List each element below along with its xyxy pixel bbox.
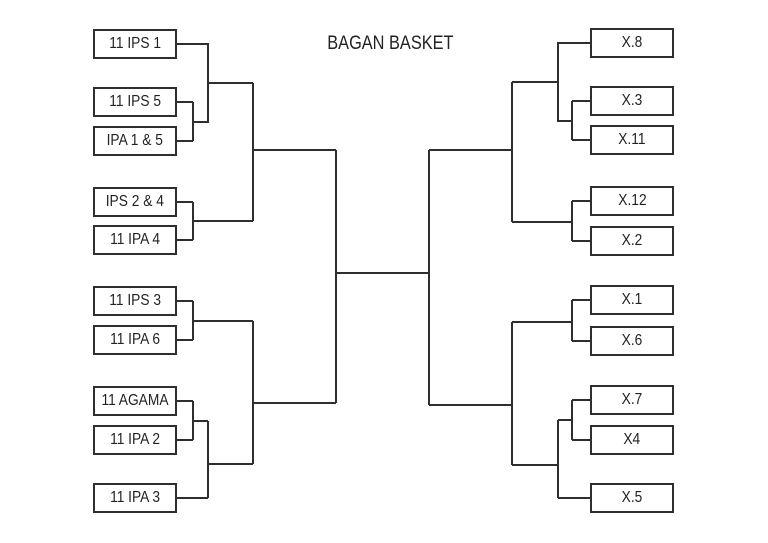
- team-box-left-6: 11 IPS 3: [93, 286, 177, 316]
- team-box-left-2: 11 IPS 5: [93, 87, 177, 117]
- team-box-right-4: X.12: [590, 186, 674, 216]
- team-box-left-3: IPA 1 & 5: [93, 126, 177, 156]
- team-box-left-9: 11 IPA 2: [93, 425, 177, 455]
- team-box-right-3: X.11: [590, 125, 674, 155]
- team-box-right-10: X.5: [590, 483, 674, 513]
- team-label: X.3: [621, 92, 643, 109]
- team-label: IPA 1 & 5: [106, 132, 164, 149]
- team-box-right-2: X.3: [590, 86, 674, 116]
- team-label: 11 IPA 2: [110, 431, 160, 448]
- team-box-left-10: 11 IPA 3: [93, 483, 177, 513]
- team-label: 11 IPA 6: [110, 331, 160, 348]
- team-box-left-7: 11 IPA 6: [93, 325, 177, 355]
- team-label: X4: [623, 431, 641, 448]
- connector-right-round1-second: [512, 200, 590, 242]
- team-label: 11 IPS 1: [109, 35, 161, 52]
- team-label: 11 IPA 4: [110, 231, 160, 248]
- team-label: 11 IPA 3: [110, 489, 160, 506]
- connector-left-round1-third: [177, 300, 253, 341]
- team-box-left-1: 11 IPS 1: [93, 29, 177, 59]
- team-label: X.2: [621, 232, 643, 249]
- team-box-right-8: X.7: [590, 385, 674, 415]
- page-title-text: BAGAN BASKET: [326, 33, 454, 54]
- team-label: 11 AGAMA: [101, 392, 169, 409]
- team-label: X.11: [618, 131, 646, 148]
- team-label: 11 IPS 5: [109, 93, 161, 110]
- team-box-left-5: 11 IPA 4: [93, 225, 177, 255]
- connector-right-round1-top: [512, 42, 590, 141]
- team-label: X.12: [617, 192, 647, 209]
- team-box-right-1: X.8: [590, 28, 674, 58]
- connector-left-semifinal-and-final: [335, 150, 429, 403]
- connector-left-round1-bottom: [177, 400, 253, 499]
- team-box-left-4: IPS 2 & 4: [93, 187, 177, 217]
- team-box-left-8: 11 AGAMA: [93, 386, 177, 416]
- connector-left-round1-top: [177, 43, 253, 142]
- team-label: X.6: [621, 332, 643, 349]
- team-box-right-9: X4: [590, 425, 674, 455]
- page-title: BAGAN BASKET: [306, 33, 474, 55]
- connector-right-quarter-bottom: [429, 322, 513, 465]
- team-label: X.5: [621, 489, 643, 506]
- connector-right-round1-bottom: [512, 399, 590, 499]
- team-box-right-7: X.6: [590, 326, 674, 356]
- team-label: X.1: [621, 291, 643, 308]
- connector-right-quarter-top: [429, 82, 513, 222]
- connector-left-round1-second: [177, 201, 253, 241]
- connector-left-quarter-bottom: [252, 321, 336, 464]
- team-label: X.8: [621, 34, 643, 51]
- connector-right-round1-third: [512, 299, 590, 342]
- connector-left-quarter-top: [252, 83, 336, 221]
- team-label: 11 IPS 3: [109, 292, 161, 309]
- team-box-right-5: X.2: [590, 226, 674, 256]
- team-box-right-6: X.1: [590, 285, 674, 315]
- team-label: IPS 2 & 4: [105, 193, 165, 210]
- team-label: X.7: [621, 391, 643, 408]
